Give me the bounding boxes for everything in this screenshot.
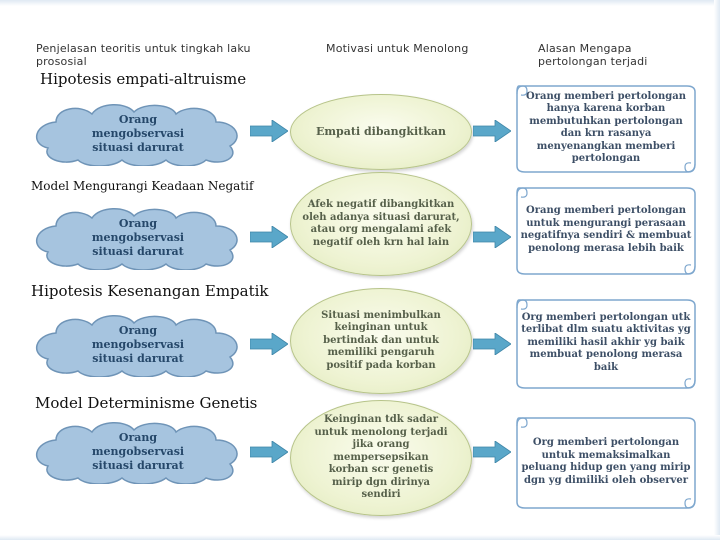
- scroll-shape-icon: [516, 85, 696, 173]
- arrow-right-icon: [473, 333, 511, 355]
- scroll-shape-icon: [516, 187, 696, 275]
- reason-text: Org memberi pertolongan utk terlibat dlm…: [521, 311, 691, 373]
- cloud-shape-icon: [36, 422, 238, 484]
- slide-right-border: [714, 0, 720, 540]
- scroll-shape-icon: [516, 299, 696, 389]
- arrow-right-icon: [473, 441, 511, 463]
- header-theory: Penjelasan teoritis untuk tingkah laku p…: [36, 42, 251, 68]
- observe-cloud: Orang mengobservasi situasi darurat: [26, 313, 250, 377]
- motivation-ellipse: Situasi menimbulkan keinginan untuk bert…: [290, 288, 472, 394]
- section-title-negative-state-relief: Model Mengurangi Keadaan Negatif: [31, 179, 254, 193]
- observe-text: Orang mengobservasi situasi darurat: [91, 113, 185, 154]
- arrow-right-icon: [250, 441, 288, 463]
- reason-text: Orang memberi pertolongan hanya karena k…: [525, 90, 687, 165]
- observe-cloud: Orang mengobservasi situasi darurat: [26, 420, 250, 484]
- observe-cloud: Orang mengobservasi situasi darurat: [26, 206, 250, 270]
- arrow-right-icon: [250, 333, 288, 355]
- section-title-genetic-determinism: Model Determinisme Genetis: [35, 394, 258, 412]
- arrow-right-icon: [473, 120, 511, 142]
- reason-text: Org memberi pertolongan untuk memaksimal…: [521, 437, 691, 486]
- slide-top-border: [0, 0, 720, 6]
- section-title-empathy-altruism: Hipotesis empati-altruisme: [40, 70, 247, 88]
- header-reason: Alasan Mengapa pertolongan terjadi: [538, 42, 648, 68]
- observe-text: Orang mengobservasi situasi darurat: [91, 431, 185, 472]
- section-title-empathic-joy: Hipotesis Kesenangan Empatik: [31, 282, 269, 300]
- reason-scroll: Orang memberi pertolongan untuk menguran…: [511, 184, 701, 278]
- cloud-shape-icon: [36, 208, 238, 270]
- motivation-ellipse: Afek negatif dibangkitkan oleh adanya si…: [290, 172, 472, 276]
- scroll-shape-icon: [516, 417, 696, 509]
- arrow-right-icon: [250, 120, 288, 142]
- cloud-shape-icon: [36, 104, 238, 166]
- arrow-right-icon: [250, 226, 288, 248]
- observe-text: Orang mengobservasi situasi darurat: [91, 217, 185, 258]
- reason-scroll: Org memberi pertolongan utk terlibat dlm…: [511, 296, 701, 392]
- motivation-ellipse: Empati dibangkitkan: [290, 94, 472, 170]
- reason-text: Orang memberi pertolongan untuk menguran…: [520, 205, 692, 254]
- motivation-ellipse: Keinginan tdk sadar untuk menolong terja…: [290, 400, 472, 516]
- observe-cloud: Orang mengobservasi situasi darurat: [26, 102, 250, 166]
- arrow-right-icon: [473, 226, 511, 248]
- reason-scroll: Orang memberi pertolongan hanya karena k…: [511, 82, 701, 176]
- slide-bottom-border: [0, 535, 720, 540]
- cloud-shape-icon: [36, 315, 238, 377]
- reason-scroll: Org memberi pertolongan untuk memaksimal…: [511, 414, 701, 512]
- header-motivation: Motivasi untuk Menolong: [326, 42, 469, 55]
- observe-text: Orang mengobservasi situasi darurat: [91, 324, 185, 365]
